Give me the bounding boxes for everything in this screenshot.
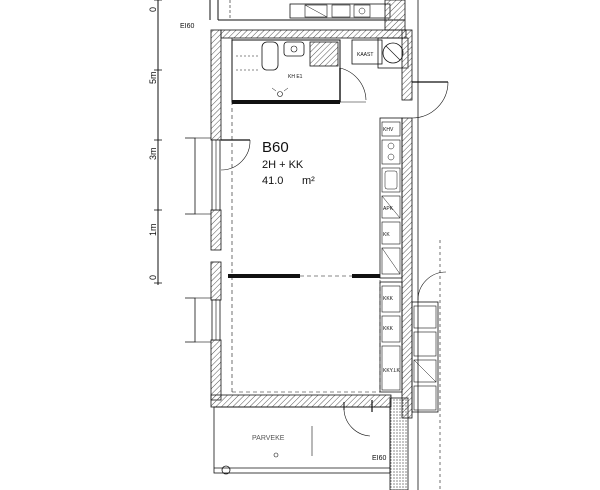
adjacent-apartment-top: EI60 <box>180 0 406 31</box>
scale-label-1m: 1m <box>148 223 158 236</box>
fixture-label-4: KKK <box>383 296 394 302</box>
fixture-label-3: KK <box>383 232 390 238</box>
fire-partition-bottom: EI60 <box>372 397 409 490</box>
adjacent-apartment-right <box>411 0 447 490</box>
toilet-icon <box>261 41 279 71</box>
scale-label-3m: 3m <box>148 147 158 160</box>
interior-outline <box>231 38 381 393</box>
partition-wall <box>228 274 380 278</box>
scale-label-top: 0 <box>148 7 158 12</box>
balcony: PARVEKE <box>213 406 391 475</box>
balcony-label: PARVEKE <box>252 435 285 442</box>
fixture-label-5: KKK <box>383 326 394 332</box>
floor-drain-icon <box>277 91 283 97</box>
apartment-area-value: 41.0 <box>262 175 283 187</box>
scale-label-0: 0 <box>148 275 158 280</box>
apartment-area-unit: m² <box>302 175 315 187</box>
kitchen-units: KHV APK KK <box>379 117 403 279</box>
bedroom-wardrobes: KKK KKK KKY.LK <box>379 281 403 393</box>
fire-rating-bottom: EI60 <box>372 455 387 462</box>
apartment-type: 2H + KK <box>262 159 304 171</box>
entrance-door <box>401 81 449 419</box>
shower-icon <box>309 41 339 67</box>
scale-bar: 0 5m 3m 1m 0 <box>148 0 162 285</box>
balcony-door <box>343 400 373 437</box>
sink-icon <box>283 41 305 57</box>
bathroom: KH E1 <box>231 39 341 104</box>
fixture-label-2: APK <box>383 206 394 212</box>
apartment-info: B60 2H + KK 41.0 m² <box>262 139 315 187</box>
fixture-label-6: KKY.LK <box>383 368 401 374</box>
bathroom-label: KH E1 <box>288 74 303 80</box>
apartment-code: B60 <box>262 139 289 156</box>
sink-unit-icon <box>381 167 401 193</box>
scale-label-5m: 5m <box>148 71 158 84</box>
bedroom-door <box>220 139 251 171</box>
exterior-wall-left <box>185 29 392 408</box>
bathroom-door <box>339 67 367 103</box>
shaft-and-wardrobe: KAAST <box>351 29 413 101</box>
top-wall <box>220 29 407 39</box>
fixture-label-1: KHV <box>383 127 394 133</box>
wardrobe-top-label: KAAST <box>357 52 373 58</box>
fire-rating-top: EI60 <box>180 23 195 30</box>
